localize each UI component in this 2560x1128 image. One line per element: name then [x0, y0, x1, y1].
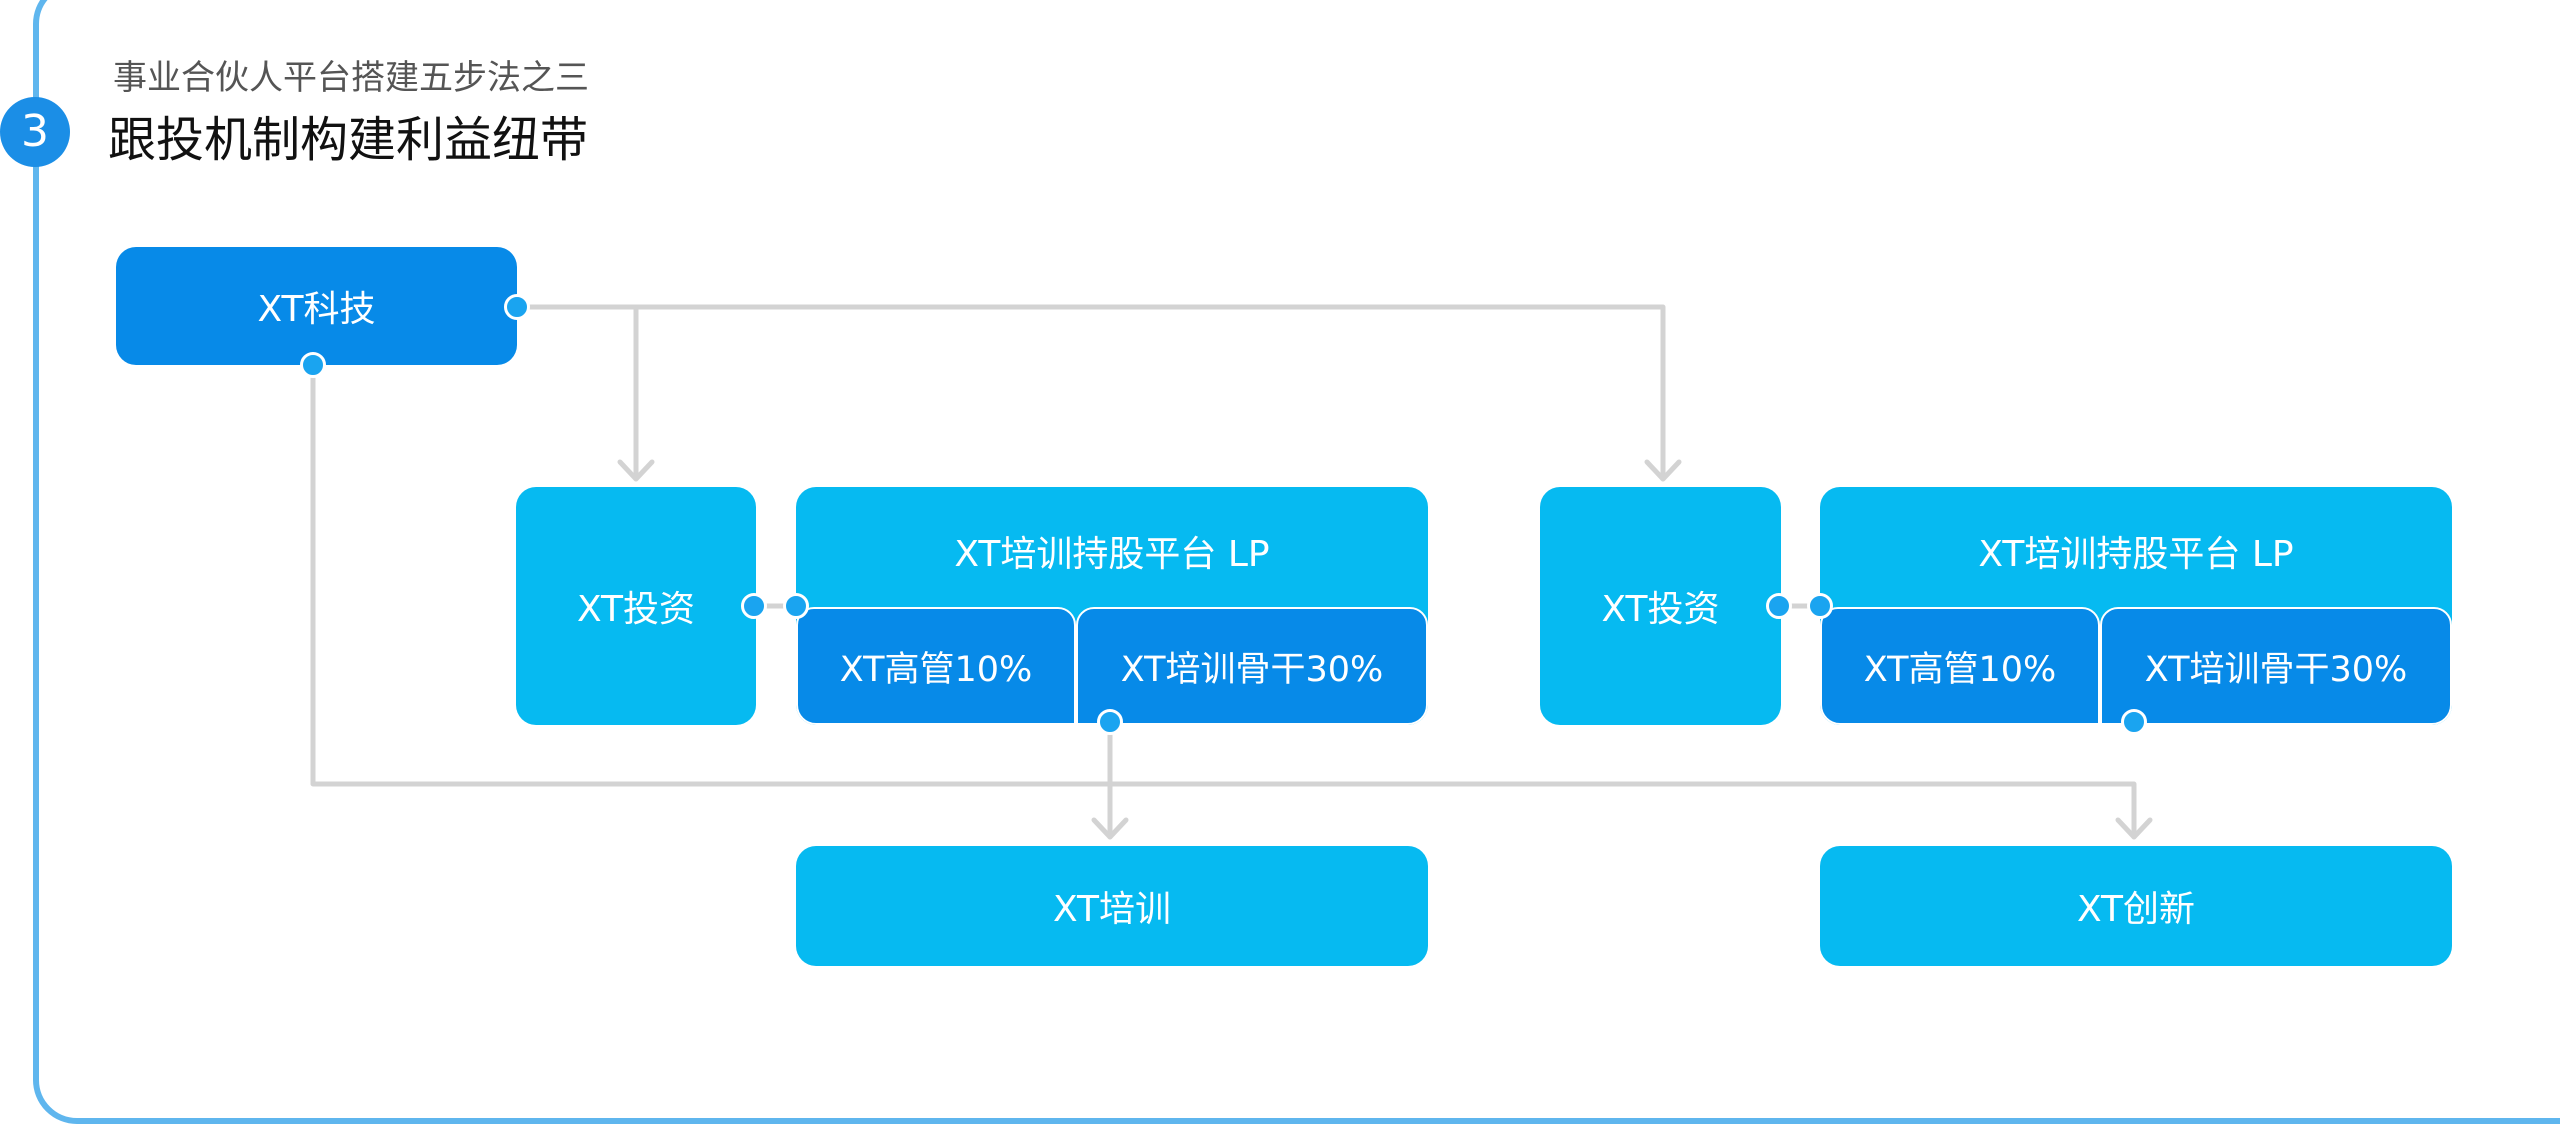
node-executives-right: XT高管10%: [1820, 607, 2100, 725]
node-holding-platform-left-title: XT培训持股平台 LP: [954, 534, 1270, 575]
node-executives-left: XT高管10%: [796, 607, 1076, 725]
connector-dot-right-backbone: [2121, 709, 2147, 735]
connector-dot-root-bottom: [300, 352, 326, 378]
page-subtitle: 事业合伙人平台搭建五步法之三: [113, 58, 589, 98]
connector-dot-right-investment: [1766, 593, 1792, 619]
node-xt-investment-right: XT投资: [1540, 487, 1781, 725]
node-xt-training-label: XT培训: [1052, 889, 1172, 930]
node-xt-tech: XT科技: [116, 247, 517, 365]
node-executives-right-label: XT高管10%: [1863, 649, 2057, 690]
step-number-badge: 3: [0, 97, 70, 167]
connector-root-to-investments: [514, 304, 1666, 481]
node-xt-investment-left-label: XT投资: [576, 589, 696, 630]
node-xt-tech-label: XT科技: [257, 289, 376, 330]
connector-dot-left-investment: [741, 593, 767, 619]
node-executives-left-label: XT高管10%: [839, 649, 1033, 690]
node-xt-innovation: XT创新: [1820, 846, 2452, 966]
connector-dot-root-right: [504, 294, 530, 320]
node-xt-innovation-label: XT创新: [2076, 889, 2196, 930]
node-xt-investment-right-label: XT投资: [1601, 589, 1720, 630]
node-backbone-left: XT培训骨干30%: [1076, 607, 1428, 725]
connector-dot-right-platform: [1807, 593, 1833, 619]
connector-dot-left-platform: [783, 593, 809, 619]
arrowhead-innovation: [2115, 817, 2153, 840]
arrowhead-training: [1091, 817, 1129, 840]
node-holding-platform-right-title: XT培训持股平台 LP: [1978, 534, 2294, 575]
content-frame: [33, 0, 2560, 1124]
connector-root-to-bottom: [310, 362, 2137, 839]
node-backbone-left-label: XT培训骨干30%: [1120, 649, 1384, 690]
arrowhead-left-investment: [617, 459, 655, 482]
node-backbone-right-label: XT培训骨干30%: [2144, 649, 2408, 690]
node-xt-training: XT培训: [796, 846, 1428, 966]
node-xt-investment-left: XT投资: [516, 487, 756, 725]
node-backbone-right: XT培训骨干30%: [2100, 607, 2452, 725]
connector-dot-left-backbone: [1097, 709, 1123, 735]
arrowhead-right-investment: [1644, 459, 1682, 482]
page-title: 跟投机制构建利益纽带: [108, 112, 589, 168]
